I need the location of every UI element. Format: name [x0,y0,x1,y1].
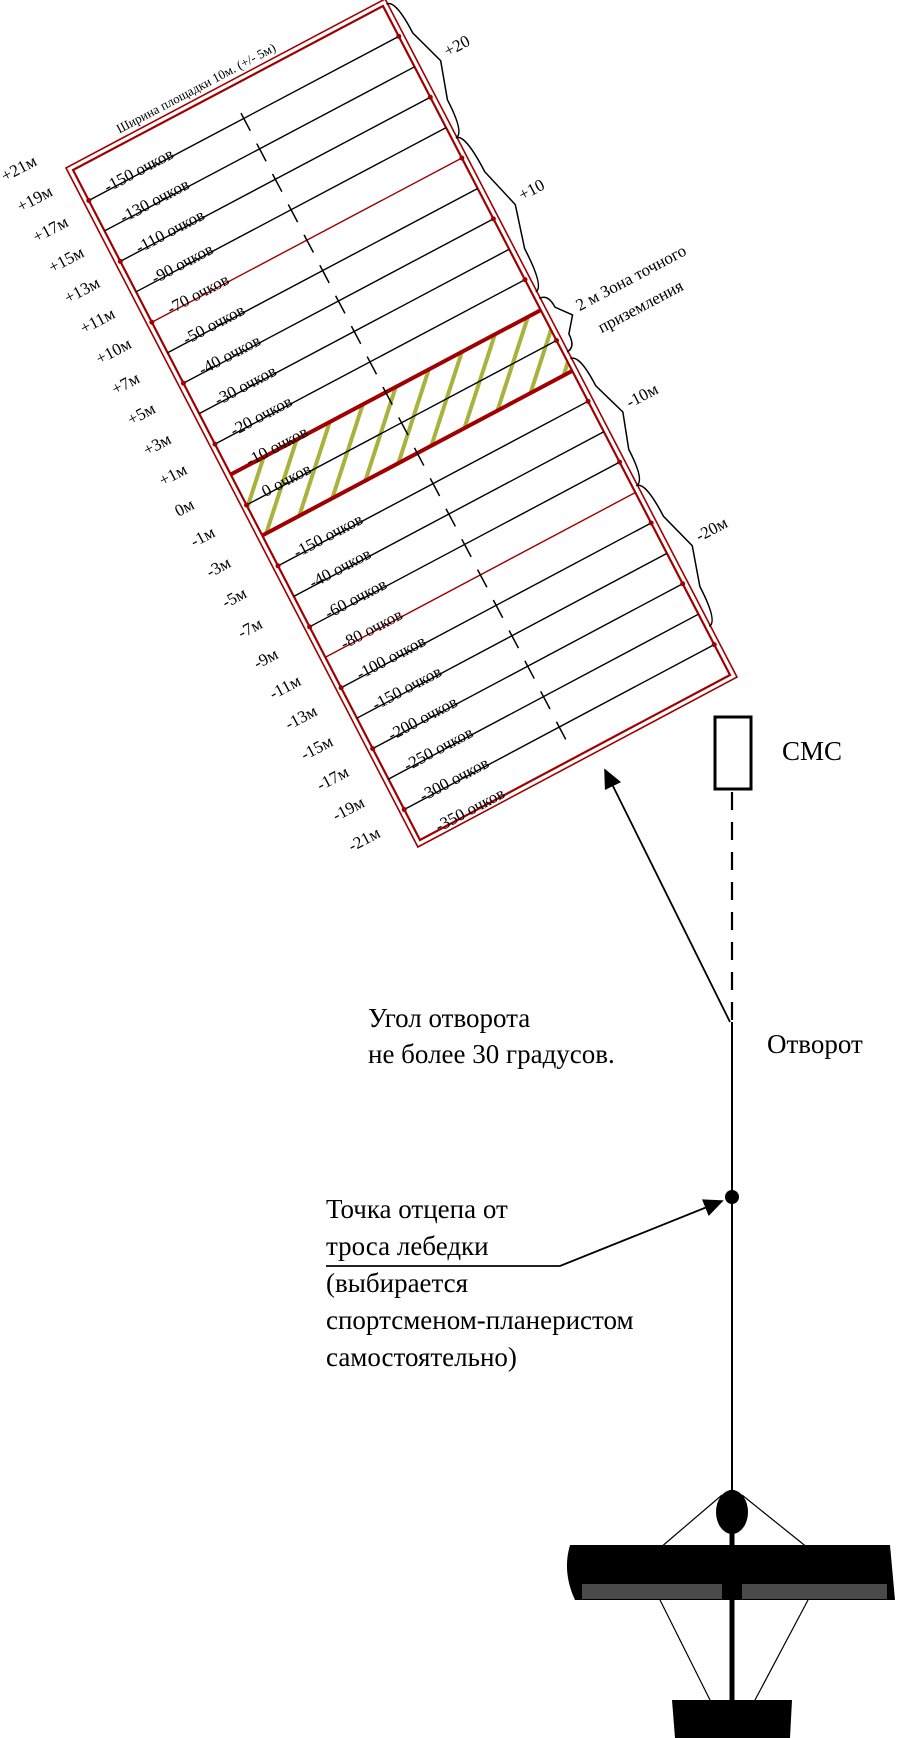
distance-mark: -9м [250,644,281,673]
side-mark-right [459,155,465,161]
side-mark-right [522,277,528,283]
distance-mark: -1м [187,522,218,551]
release-line4: спортсменом-планеристом [326,1305,634,1335]
center-tick [539,690,551,710]
brace-label-plus10: +10 [515,175,547,204]
center-tick [303,234,315,253]
side-mark-right [680,581,686,587]
distance-mark: -19м [329,793,368,826]
turn-angle-line1: Угол отворота [368,1003,530,1033]
center-tick [429,477,441,497]
distance-mark: -17м [313,762,352,795]
center-tick [366,356,378,375]
brace-zone [538,296,574,353]
glider-icon [566,1490,895,1738]
distance-mark: 0м [171,495,197,521]
landing-strip: Ширина площадки 10м. (+/- 5м)-150 очков+… [0,0,739,856]
side-mark-left [180,380,186,386]
side-mark-right [490,216,496,222]
release-point-dot [725,1190,739,1204]
turn-arrow [604,768,731,1023]
center-tick [492,599,504,619]
distance-mark: +1м [156,460,191,490]
center-tick [461,538,472,558]
center-tick [334,295,346,314]
center-tick [413,447,425,466]
side-mark-right [396,33,402,39]
side-mark-left [401,807,407,813]
distance-mark: +15м [45,243,87,277]
distance-mark: -11м [266,671,304,703]
brace-plus20 [386,2,460,139]
center-tick [382,386,393,406]
distance-mark: -3м [203,553,234,582]
center-tick [524,660,535,679]
brace-label-minus10: -10м [623,379,662,412]
brace-plus10 [455,136,540,293]
side-mark-left [117,258,123,264]
side-mark-left [244,502,249,508]
center-tick [256,143,267,162]
side-mark-right [617,459,623,465]
distance-mark: +10м [93,334,135,368]
side-mark-left [86,197,92,203]
side-mark-right [427,94,433,100]
center-tick [319,264,330,284]
distance-mark: -21м [345,823,384,856]
release-line1: Точка отцепа от [326,1194,508,1224]
side-mark-right [585,398,591,404]
side-mark-left [275,563,281,569]
distance-mark: +5м [124,399,159,429]
distance-mark: +3м [140,429,175,459]
distance-mark: -7м [235,614,266,643]
distance-mark: +11м [77,304,119,338]
width-caption: Ширина площадки 10м. (+/- 5м) [114,40,278,137]
center-tick [508,630,520,649]
release-line3: (выбирается [326,1268,468,1298]
center-tick [350,325,362,345]
turn-label: Отворот [767,1029,863,1059]
center-tick [240,112,251,132]
side-mark-left [212,441,218,447]
turn-angle-line2: не более 30 градусов. [368,1039,615,1069]
strip-border-outer [64,0,739,849]
strip-border-inner [71,4,732,842]
side-mark-right [711,642,717,648]
center-tick [287,204,299,223]
distance-mark: +17м [30,212,72,246]
cmc-label: СМС [782,736,842,766]
brace-minus20 [636,484,713,627]
side-mark-right [554,338,559,343]
distance-mark: -5м [219,583,250,612]
center-tick [271,173,283,193]
distance-mark: -15м [298,732,337,765]
brace-label-minus20: -20м [692,513,731,546]
brace-label-plus20: +20 [441,31,473,60]
side-mark-left [338,685,344,691]
brace-minus10 [570,357,641,487]
side-mark-left [370,746,376,752]
side-mark-left [307,624,313,630]
center-tick [398,417,409,436]
release-pointer [326,1199,724,1267]
release-line2: троса лебедки [326,1231,489,1261]
center-tick [555,721,567,740]
side-mark-left [149,319,155,325]
distance-mark: +13м [61,273,103,307]
release-line5: самостоятельно) [326,1342,517,1372]
distance-mark: +7м [108,368,143,398]
center-tick [445,508,457,527]
center-tick [476,569,488,588]
side-mark-right [648,520,654,526]
distance-mark: -13м [282,701,321,734]
distance-mark: +19м [14,182,56,216]
cmc-marker [713,715,753,791]
distance-mark: +21м [0,151,40,185]
